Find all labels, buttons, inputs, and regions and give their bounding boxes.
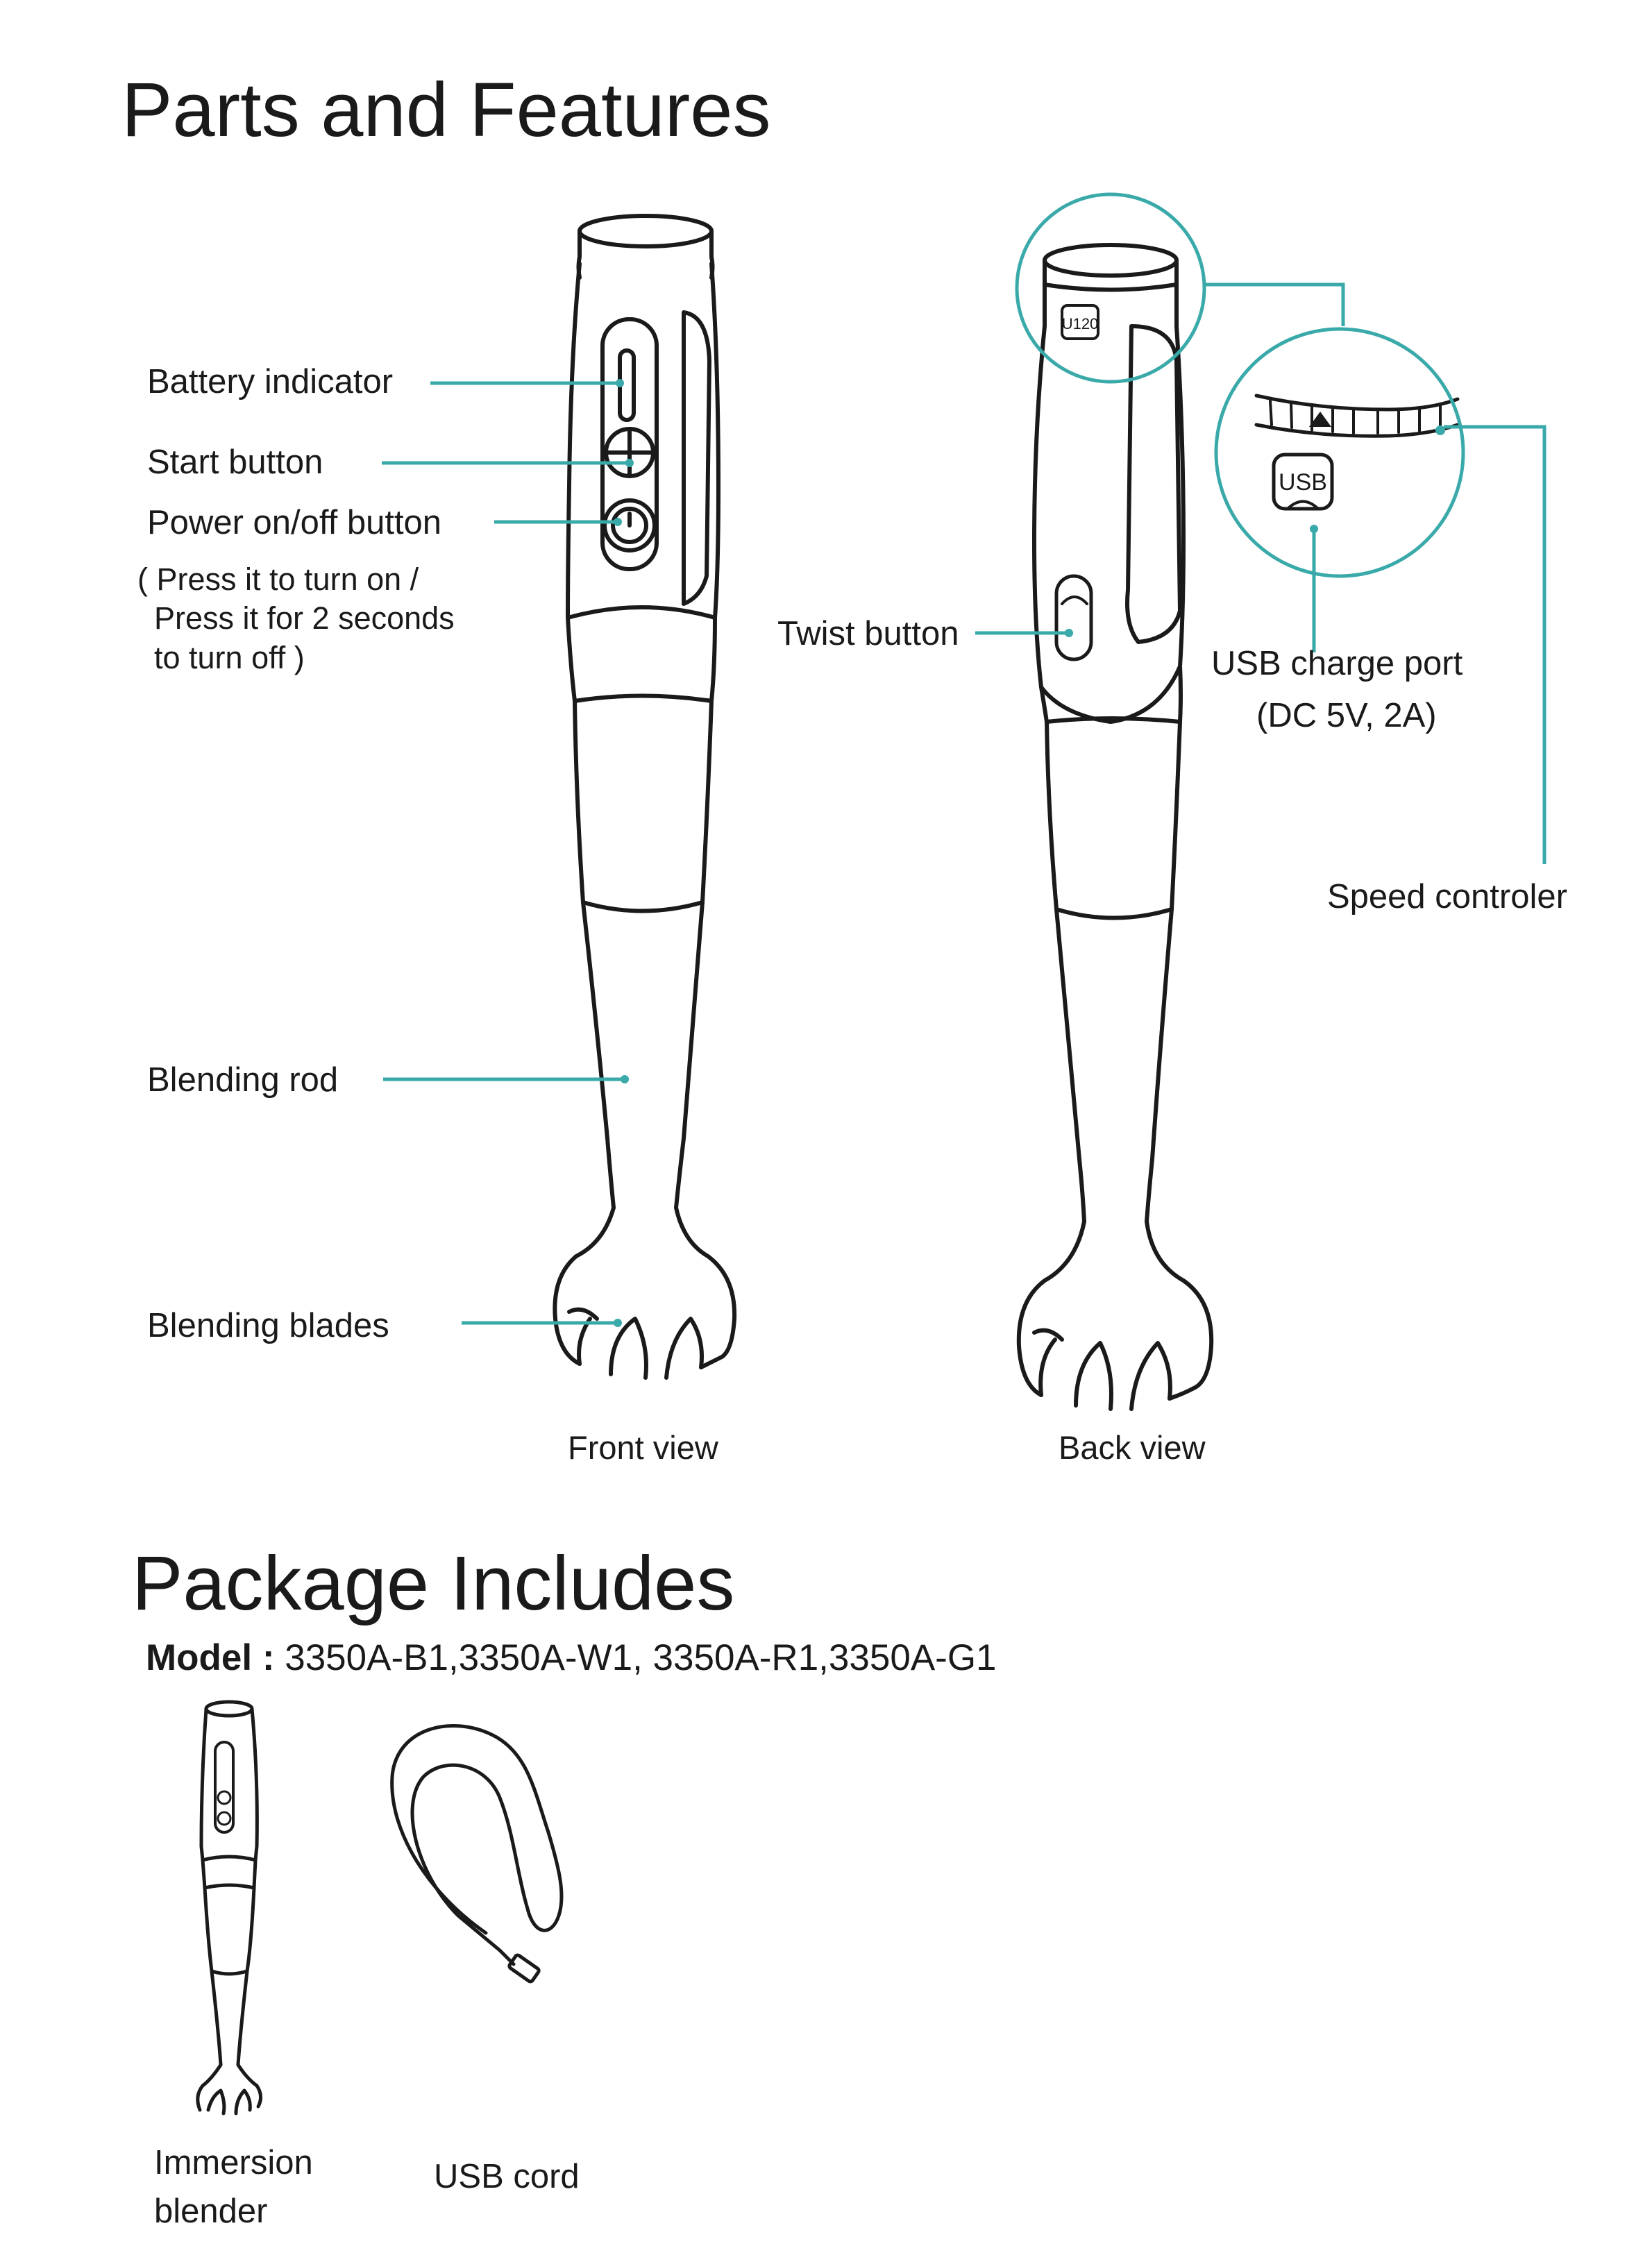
power-note-line-3: to turn off ) bbox=[154, 640, 305, 675]
caption-immersion-blender-1: Immersion bbox=[154, 2144, 313, 2181]
callout-dots bbox=[614, 379, 1445, 1327]
caption-back-view: Back view bbox=[1059, 1429, 1206, 1466]
power-note-line-1: ( Press it to turn on / bbox=[137, 562, 419, 597]
caption-immersion-blender-2: blender bbox=[154, 2193, 268, 2230]
label-usb-spec: (DC 5V, 2A) bbox=[1256, 697, 1437, 734]
label-usb-charge-port: USB charge port bbox=[1211, 645, 1463, 682]
speed-tag-text: U120 bbox=[1062, 315, 1099, 332]
usb-port-icon: USB bbox=[1279, 469, 1327, 496]
usb-detail-view bbox=[1254, 394, 1460, 511]
label-power-button: Power on/off button bbox=[147, 504, 442, 541]
caption-usb-cord: USB cord bbox=[434, 2158, 580, 2195]
model-label: Model : bbox=[146, 1637, 275, 1678]
label-twist-button: Twist button bbox=[777, 615, 959, 652]
label-start-button: Start button bbox=[147, 444, 323, 481]
label-speed-controller: Speed controler bbox=[1327, 878, 1567, 915]
power-note-line-2: Press it for 2 seconds bbox=[154, 600, 455, 636]
label-blending-blades: Blending blades bbox=[147, 1307, 389, 1344]
caption-front-view: Front view bbox=[568, 1429, 718, 1466]
front-view-blender bbox=[553, 214, 737, 1380]
parts-title: Parts and Features bbox=[121, 67, 771, 153]
package-title: Package Includes bbox=[132, 1541, 735, 1626]
usb-cord-icon bbox=[390, 1724, 564, 1984]
callout-lines bbox=[382, 192, 1546, 1325]
speed-arrow-icon bbox=[1309, 412, 1331, 427]
model-line: Model : 3350A-B1,3350A-W1, 3350A-R1,3350… bbox=[146, 1637, 997, 1679]
model-values: 3350A-B1,3350A-W1, 3350A-R1,3350A-G1 bbox=[285, 1637, 997, 1678]
back-view-blender bbox=[1016, 243, 1214, 1411]
package-blender-icon bbox=[196, 1700, 262, 2116]
label-blending-rod: Blending rod bbox=[147, 1061, 339, 1099]
label-battery-indicator: Battery indicator bbox=[147, 363, 394, 400]
